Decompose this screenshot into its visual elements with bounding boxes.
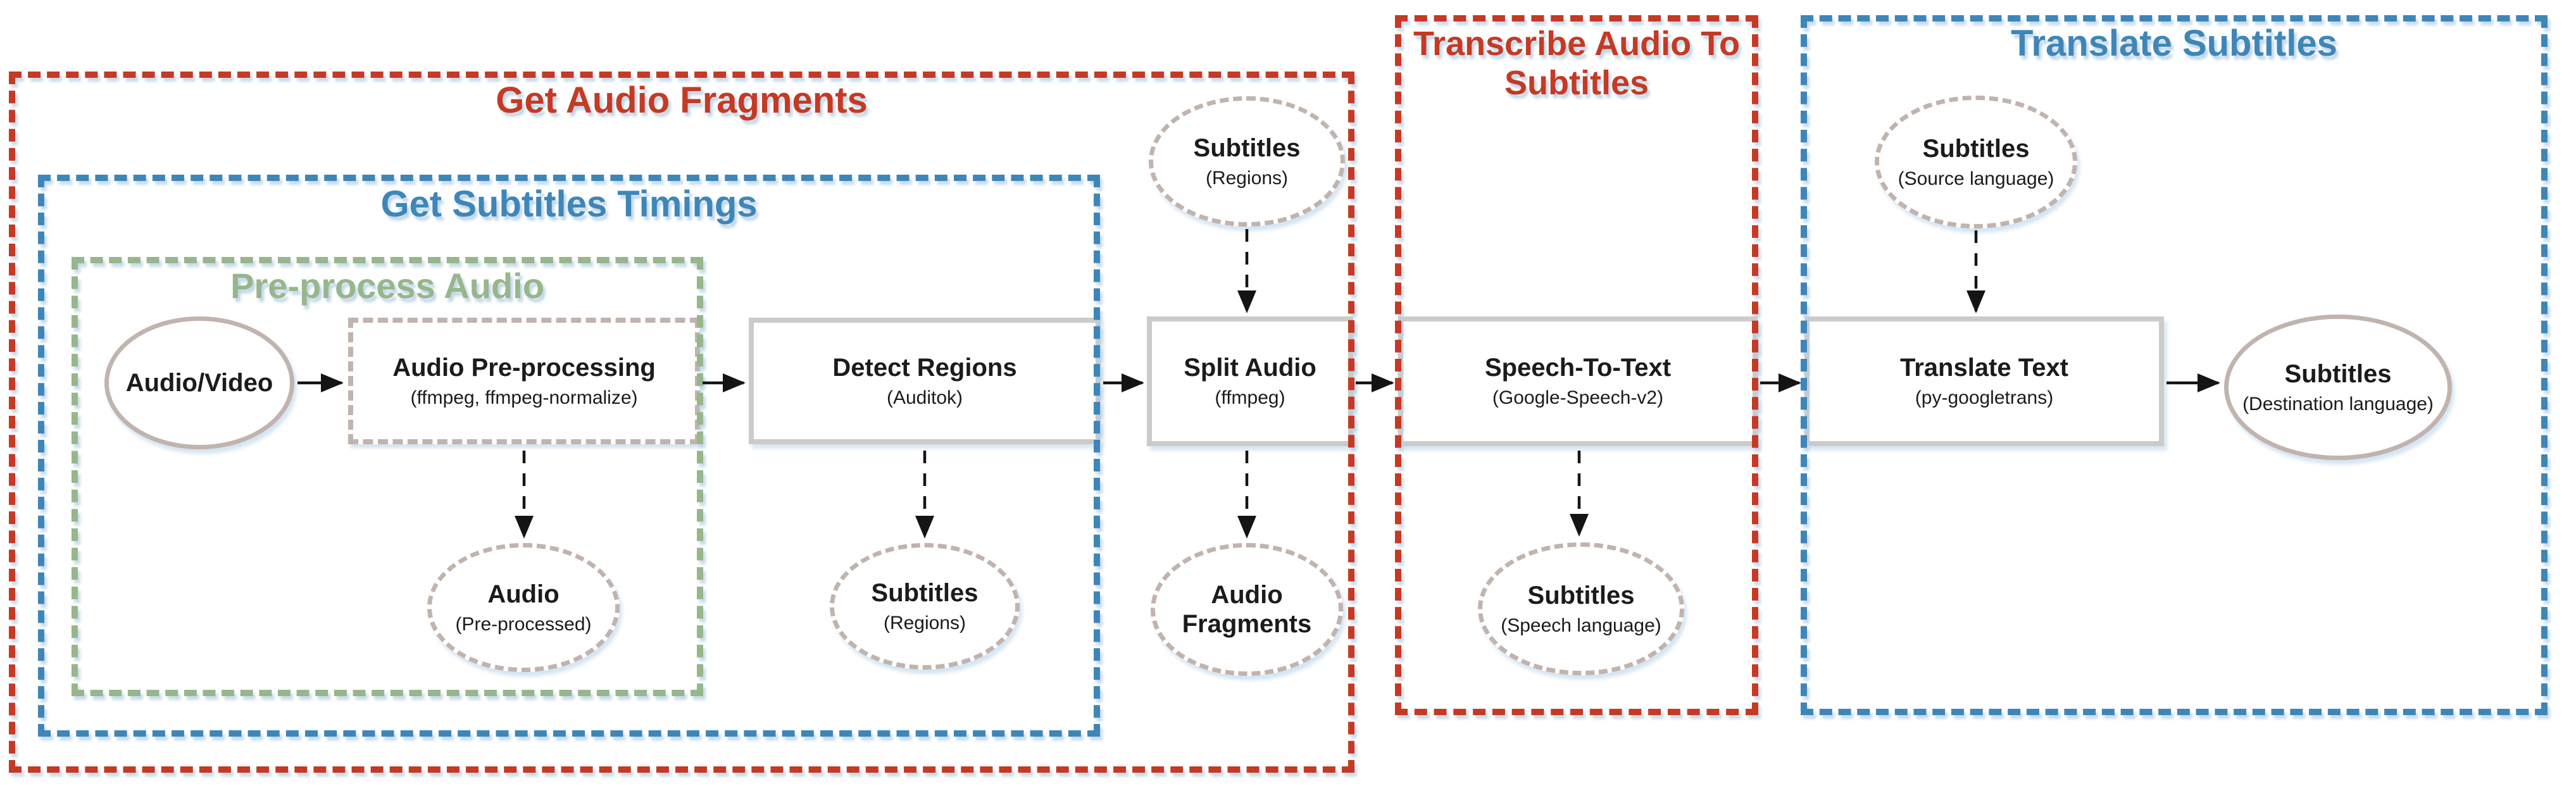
node-label: Audio — [487, 580, 560, 608]
node-audio-preprocessed: Audio (Pre-processed) — [427, 543, 620, 672]
node-detect-regions: Detect Regions (Auditok) — [749, 318, 1101, 444]
node-sublabel: (ffmpeg, ffmpeg-normalize) — [410, 387, 638, 408]
node-label: Translate Text — [1899, 354, 2069, 382]
group-title-get-audio-fragments: Get Audio Fragments — [496, 80, 868, 121]
node-sublabel: (Auditok) — [886, 387, 963, 408]
node-label: Detect Regions — [832, 353, 1017, 382]
node-subtitles-speech-language: Subtitles (Speech language) — [1478, 542, 1684, 675]
node-label: Subtitles — [1922, 134, 2030, 163]
node-sublabel: (Destination language) — [2242, 393, 2434, 415]
group-title-get-subtitles-timings: Get Subtitles Timings — [380, 184, 758, 225]
node-audio-fragments: Audio Fragments — [1151, 543, 1343, 676]
node-audio-video: Audio/Video — [104, 316, 294, 449]
node-subtitles-regions-bottom: Subtitles (Regions) — [830, 543, 1020, 670]
node-audio-preprocessing: Audio Pre-processing (ffmpeg, ffmpeg-nor… — [348, 318, 700, 444]
group-title-pre-process-audio: Pre-process Audio — [230, 266, 544, 306]
node-sublabel: (Google-Speech-v2) — [1492, 387, 1664, 408]
node-subtitles-regions-top: Subtitles (Regions) — [1149, 96, 1345, 227]
node-sublabel: (Source language) — [1898, 168, 2054, 189]
node-subtitles-destination-language: Subtitles (Destination language) — [2224, 315, 2452, 460]
node-label: Audio/Video — [125, 369, 273, 397]
node-sublabel: (py-googletrans) — [1915, 387, 2054, 408]
node-label: Subtitles — [1193, 134, 1301, 162]
node-subtitles-source-language: Subtitles (Source language) — [1875, 96, 2077, 228]
node-label: Audio Pre-processing — [392, 353, 656, 382]
node-label: Split Audio — [1184, 354, 1316, 382]
group-title-transcribe-audio: Transcribe Audio To Subtitles — [1413, 25, 1741, 103]
node-sublabel: (Pre-processed) — [455, 613, 592, 635]
node-label: Speech-To-Text — [1484, 354, 1672, 382]
node-label: Subtitles — [1527, 581, 1635, 609]
node-label: Subtitles — [2284, 359, 2392, 388]
node-sublabel: (Speech language) — [1501, 614, 1661, 636]
node-translate-text: Translate Text (py-googletrans) — [1804, 316, 2164, 446]
node-sublabel: (ffmpeg) — [1215, 387, 1285, 408]
node-sublabel: (Regions) — [1205, 167, 1289, 189]
node-sublabel: (Regions) — [883, 612, 966, 633]
group-title-translate-subtitles: Translate Subtitles — [2011, 23, 2337, 64]
node-speech-to-text: Speech-To-Text (Google-Speech-v2) — [1398, 316, 1758, 446]
node-label: Subtitles — [871, 578, 979, 607]
node-split-audio: Split Audio (ffmpeg) — [1147, 316, 1353, 446]
node-label: Audio Fragments — [1182, 581, 1312, 638]
